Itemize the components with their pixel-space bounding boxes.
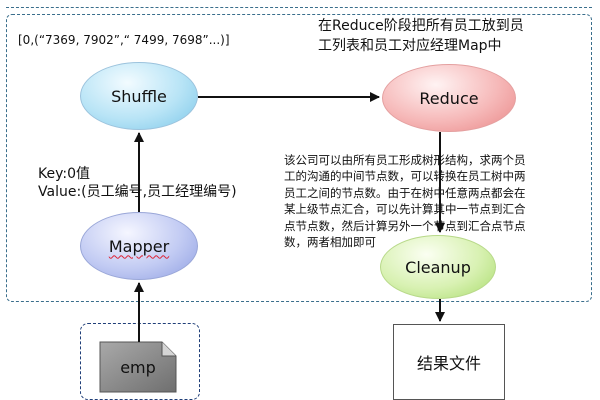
cleanup-node[interactable]: Cleanup <box>380 235 496 299</box>
reduce-node[interactable]: Reduce <box>382 64 516 132</box>
document-icon <box>99 341 177 393</box>
mapper-output-value: Value:(员工编号,员工经理编号) <box>38 184 237 200</box>
shuffle-node[interactable]: Shuffle <box>80 62 198 130</box>
algorithm-description-line: 点节点数，然后计算另外一个节点到汇合点节点 <box>284 218 526 233</box>
algorithm-description-line: 员工之间的节点数。由于在树中任意两点都会在 <box>284 185 526 200</box>
cleanup-label: Cleanup <box>405 257 471 277</box>
algorithm-description: 该公司可以由所有员工形成树形结构，求两个员 工的沟通的中间节点数，可以转换在员工… <box>284 152 526 250</box>
algorithm-description-line: 该公司可以由所有员工形成树形结构，求两个员 <box>284 153 526 167</box>
algorithm-description-line: 数，两者相加即可 <box>284 235 376 250</box>
emp-label: emp <box>120 357 156 377</box>
mapreduce-frame <box>6 14 592 302</box>
result-file[interactable]: 结果文件 <box>393 324 505 400</box>
emp-file[interactable]: emp <box>98 340 178 394</box>
reduce-description-line: 在Reduce阶段把所有员工放到员 <box>318 18 524 34</box>
mapper-output-key: Key:0值 <box>38 166 90 182</box>
reduce-description: 在Reduce阶段把所有员工放到员 工列表和员工对应经理Map中 <box>318 16 524 56</box>
reduce-description-line: 工列表和员工对应经理Map中 <box>318 38 502 54</box>
mapper-label: Mapper <box>108 236 170 256</box>
result-label: 结果文件 <box>416 354 481 373</box>
reduce-label: Reduce <box>419 88 479 108</box>
algorithm-description-line: 某上级节点汇合，可以先计算其中一节点到汇合 <box>284 202 526 217</box>
frame-top-border <box>6 0 592 8</box>
shuffle-label: Shuffle <box>111 86 167 106</box>
shuffle-output-sample: [0,(“7369, 7902”,“ 7499, 7698”...)] <box>18 33 230 47</box>
mapper-node[interactable]: Mapper <box>80 212 198 280</box>
algorithm-description-line: 工的沟通的中间节点数，可以转换在员工树中两 <box>284 169 526 184</box>
